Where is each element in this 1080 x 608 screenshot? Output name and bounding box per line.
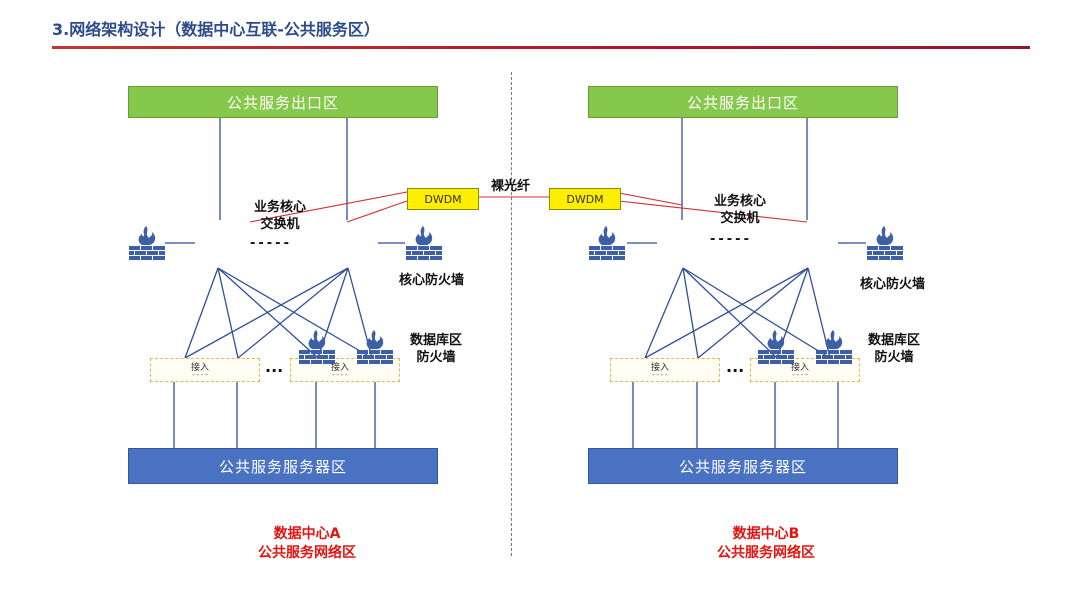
mesh-line xyxy=(217,267,373,359)
dc-b-core-switch-label-line2: 交换机 xyxy=(720,211,760,226)
access-dashes: ---- xyxy=(332,370,349,380)
firewall-icon xyxy=(356,328,394,370)
center-divider xyxy=(511,72,512,556)
firewall-icon xyxy=(588,224,626,266)
dc-a-access-ellipsis: ... xyxy=(265,357,284,376)
dc-b-core-firewall-label: 核心防火墙 xyxy=(860,277,926,292)
dc-a-core-switch-label: 业务核心交换机 xyxy=(254,199,306,233)
dc-a-core-switch-dashes: ----- xyxy=(250,236,292,251)
mesh-line xyxy=(217,267,239,359)
dc-b-export-zone: 公共服务出口区 xyxy=(588,86,898,118)
page-title: 3.网络架构设计（数据中心互联-公共服务区） xyxy=(52,20,380,39)
dc-a-links xyxy=(165,117,405,448)
dc-b-zone-label-line2: 公共服务网络区 xyxy=(717,545,815,561)
mesh-line xyxy=(184,267,219,359)
mesh-line xyxy=(217,267,319,359)
dc-a-dwdm: DWDM xyxy=(407,188,479,210)
dc-b-core-switch-dashes: ----- xyxy=(710,232,752,247)
title-rule xyxy=(52,46,1030,49)
firewall-icon xyxy=(866,224,904,266)
dwdm-red-links xyxy=(249,191,808,223)
dc-b-access-group-1: 接入 ---- xyxy=(610,358,720,382)
access-label: 接入 xyxy=(791,363,810,373)
red-link-line xyxy=(618,192,683,206)
dc-a-core-firewall-label: 核心防火墙 xyxy=(399,273,465,288)
access-dashes: ---- xyxy=(792,370,809,380)
dc-a-zone-label-line1: 数据中心A xyxy=(273,526,341,542)
access-label: 接入 xyxy=(651,363,670,373)
mesh-line xyxy=(184,267,349,359)
mesh-line xyxy=(682,267,831,359)
firewall-icon xyxy=(757,328,795,370)
dc-b-core-switch-label-line1: 业务核心 xyxy=(714,194,767,209)
mesh-line xyxy=(644,267,809,359)
dc-a-db-firewall-label-line1: 数据库区 xyxy=(410,333,463,348)
red-link-line xyxy=(346,200,408,223)
dc-b-dwdm: DWDM xyxy=(549,188,621,210)
access-dashes: ---- xyxy=(192,370,209,380)
dc-b-zone-label-line1: 数据中心B xyxy=(732,526,800,542)
firewall-icon xyxy=(815,328,853,370)
dc-a-db-firewall-label: 数据库区防火墙 xyxy=(410,332,462,366)
fiber-label: 裸光纤 xyxy=(491,179,531,194)
dc-b-links xyxy=(627,117,866,448)
red-link-line xyxy=(618,200,808,223)
dc-b-db-firewall-label: 数据库区防火墙 xyxy=(868,332,920,366)
access-label: 接入 xyxy=(191,363,210,373)
dc-b-db-firewall-label-line1: 数据库区 xyxy=(868,333,921,348)
access-dashes: ---- xyxy=(652,370,669,380)
red-link-line xyxy=(249,191,408,223)
mesh-line xyxy=(682,267,699,359)
mesh-line xyxy=(682,267,778,359)
dc-b-server-zone: 公共服务服务器区 xyxy=(588,448,898,484)
mesh-line xyxy=(697,267,809,359)
firewall-icon xyxy=(298,328,336,370)
dc-a-db-firewall-label-line2: 防火墙 xyxy=(416,350,456,365)
dc-a-zone-label-line2: 公共服务网络区 xyxy=(258,545,356,561)
dc-a-zone-label: 数据中心A 公共服务网络区 xyxy=(258,525,356,563)
dc-a-access-group-1: 接入 ---- xyxy=(150,358,260,382)
dc-a-export-zone: 公共服务出口区 xyxy=(128,86,438,118)
dc-b-core-switch-label: 业务核心交换机 xyxy=(714,193,766,227)
dc-a-core-switch-label-text: 业务核心 xyxy=(254,200,307,215)
dc-b-zone-label: 数据中心B 公共服务网络区 xyxy=(717,525,815,563)
access-label: 接入 xyxy=(331,363,350,373)
mesh-line xyxy=(644,267,684,359)
dc-b-access-ellipsis: ... xyxy=(726,357,745,376)
firewall-icon xyxy=(405,224,443,266)
dc-a-server-zone: 公共服务服务器区 xyxy=(128,448,438,484)
mesh-line xyxy=(237,267,349,359)
dc-a-core-switch-label-line2: 交换机 xyxy=(260,217,300,232)
dc-b-db-firewall-label-line2: 防火墙 xyxy=(874,350,914,365)
firewall-icon xyxy=(128,224,166,266)
